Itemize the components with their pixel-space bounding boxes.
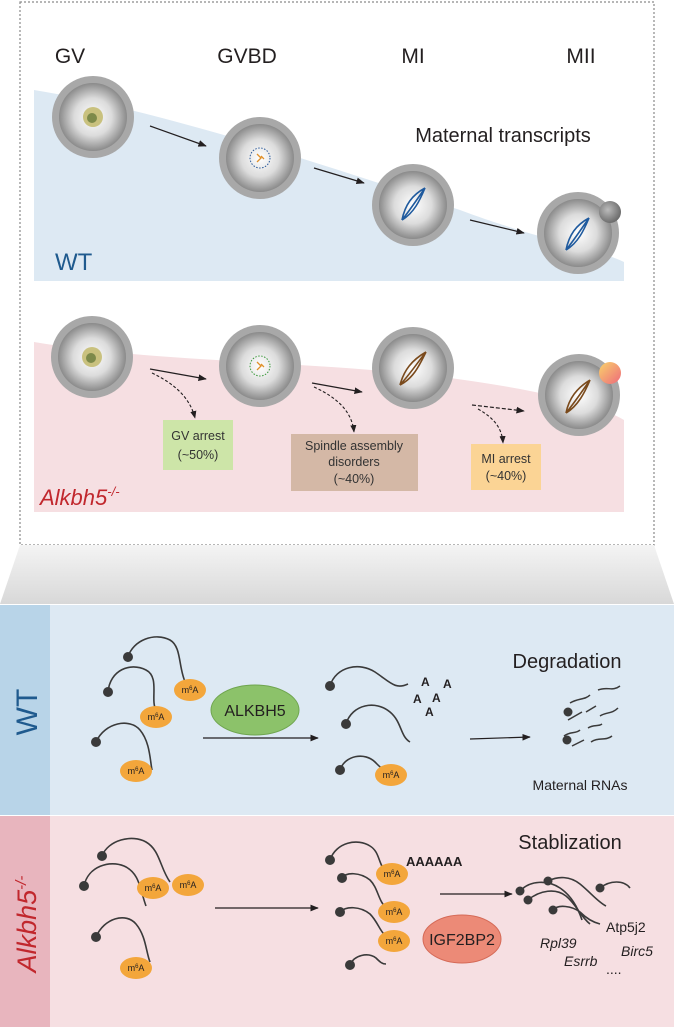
gene-birc5: Birc5	[621, 943, 653, 959]
ko-rna-caps-left	[79, 851, 107, 942]
oocyte-ko-gvbd	[219, 325, 301, 407]
svg-text:MI arrest: MI arrest	[481, 452, 531, 466]
ko-retained-rnas	[329, 841, 387, 966]
arrow-ko-arrest-3	[477, 408, 506, 444]
svg-text:(~40%): (~40%)	[334, 472, 375, 486]
stage-label-gvbd: GVBD	[217, 45, 277, 68]
stablization-label: Stablization	[518, 832, 621, 854]
svg-text:A: A	[443, 677, 452, 691]
svg-text:GV arrest: GV arrest	[171, 429, 225, 443]
arrow-ko-2	[311, 382, 363, 394]
zoom-connector	[0, 545, 674, 604]
wt-side-band	[0, 605, 50, 815]
ko-side-band	[0, 816, 50, 1027]
svg-text:(~40%): (~40%)	[486, 469, 527, 483]
stage-label-gv: GV	[55, 45, 85, 68]
svg-text:IGF2BP2: IGF2BP2	[429, 932, 495, 949]
svg-text:m6A: m6A	[145, 883, 162, 893]
degraded-caps	[562, 707, 573, 745]
svg-text:m6A: m6A	[128, 963, 145, 973]
arrow-wt-1	[149, 125, 207, 147]
wt-m6a-labels-left: m6A m6A m6A	[128, 685, 199, 776]
ko-mechanism-panel	[0, 816, 674, 1027]
wt-m6a-mark-right	[375, 764, 407, 786]
poly-a-tail: AAAAAA	[406, 854, 463, 869]
svg-text:A: A	[432, 691, 441, 705]
svg-text:Spindle assembly: Spindle assembly	[305, 439, 404, 453]
gv-arrest-box: GV arrest (~50%)	[163, 420, 233, 470]
igf2bp2-reader: IGF2BP2	[422, 914, 502, 964]
wt-rna-caps	[91, 652, 133, 747]
svg-text:m6A: m6A	[148, 712, 165, 722]
svg-text:disorders: disorders	[328, 455, 379, 469]
stage-label-mi: MI	[401, 45, 424, 68]
wt-group-label: WT	[55, 249, 93, 276]
alkbh5-enzyme: ALKBH5	[210, 684, 300, 736]
oocyte-wt-gv	[52, 76, 134, 158]
arrow-ko-3	[471, 404, 525, 414]
wt-m6a-marks-left	[120, 679, 206, 782]
arrow-wt-2	[313, 167, 365, 185]
wt-side-label: WT	[11, 689, 44, 736]
gene-esrrb: Esrrb	[564, 953, 598, 969]
ko-m6a-labels-left: m6A m6A m6A	[128, 880, 197, 973]
arrow-ko-arrest-2	[313, 386, 357, 433]
oocyte-ko-gv	[51, 316, 133, 398]
spindle-disorder-box: Spindle assembly disorders (~40%)	[291, 434, 418, 491]
degraded-rna-fragments	[563, 685, 621, 747]
svg-text:(~50%): (~50%)	[178, 448, 219, 462]
degradation-label: Degradation	[513, 651, 622, 673]
maternal-rnas-label: Maternal RNAs	[533, 777, 628, 793]
svg-text:ALKBH5: ALKBH5	[224, 703, 285, 720]
released-adenosines: A A A A A	[413, 675, 452, 719]
arrow-ko-arrest-1	[151, 372, 197, 419]
wt-demethylated-caps	[325, 681, 351, 775]
svg-text:A: A	[413, 692, 422, 706]
stabilized-caps	[515, 876, 605, 915]
svg-text:m6A: m6A	[386, 936, 403, 946]
svg-text:A: A	[425, 705, 434, 719]
svg-text:A: A	[421, 675, 430, 689]
svg-text:m6A: m6A	[384, 869, 401, 879]
mi-arrest-box: MI arrest (~40%)	[471, 444, 541, 490]
oocyte-wt-mi	[372, 164, 454, 246]
ko-m6a-labels-right: m6A m6A m6A	[384, 869, 403, 946]
arrow-degradation	[469, 733, 531, 741]
ko-side-label: Alkbh5-/-	[12, 876, 42, 975]
gene-rpl39: Rpl39	[540, 935, 577, 951]
svg-text:m6A: m6A	[180, 880, 197, 890]
maternal-transcripts-caption: Maternal transcripts	[415, 125, 591, 147]
oocyte-wt-mii	[537, 192, 621, 274]
ko-m6a-marks-right	[376, 863, 410, 952]
oocyte-wt-gvbd	[219, 117, 301, 199]
gene-atp5j2: Atp5j2	[606, 919, 646, 935]
arrow-ko-1	[149, 368, 207, 381]
gene-ellipsis: ....	[606, 961, 622, 977]
wt-mechanism-panel	[0, 605, 674, 815]
svg-text:m6A: m6A	[182, 685, 199, 695]
arrow-wt-3	[469, 219, 525, 235]
ko-m6a-marks-left	[120, 874, 204, 979]
svg-text:m6A: m6A	[386, 907, 403, 917]
oocyte-ko-mi	[372, 327, 454, 409]
oocyte-ko-mii	[538, 354, 621, 436]
ko-group-label: Alkbh5-/-	[38, 484, 120, 510]
ko-retained-caps	[325, 855, 355, 970]
svg-text:m6A: m6A	[128, 766, 145, 776]
wt-methylated-rnas	[95, 636, 187, 771]
stage-label-mii: MII	[566, 45, 595, 68]
wt-m6a-label-right: m6A	[383, 770, 400, 780]
